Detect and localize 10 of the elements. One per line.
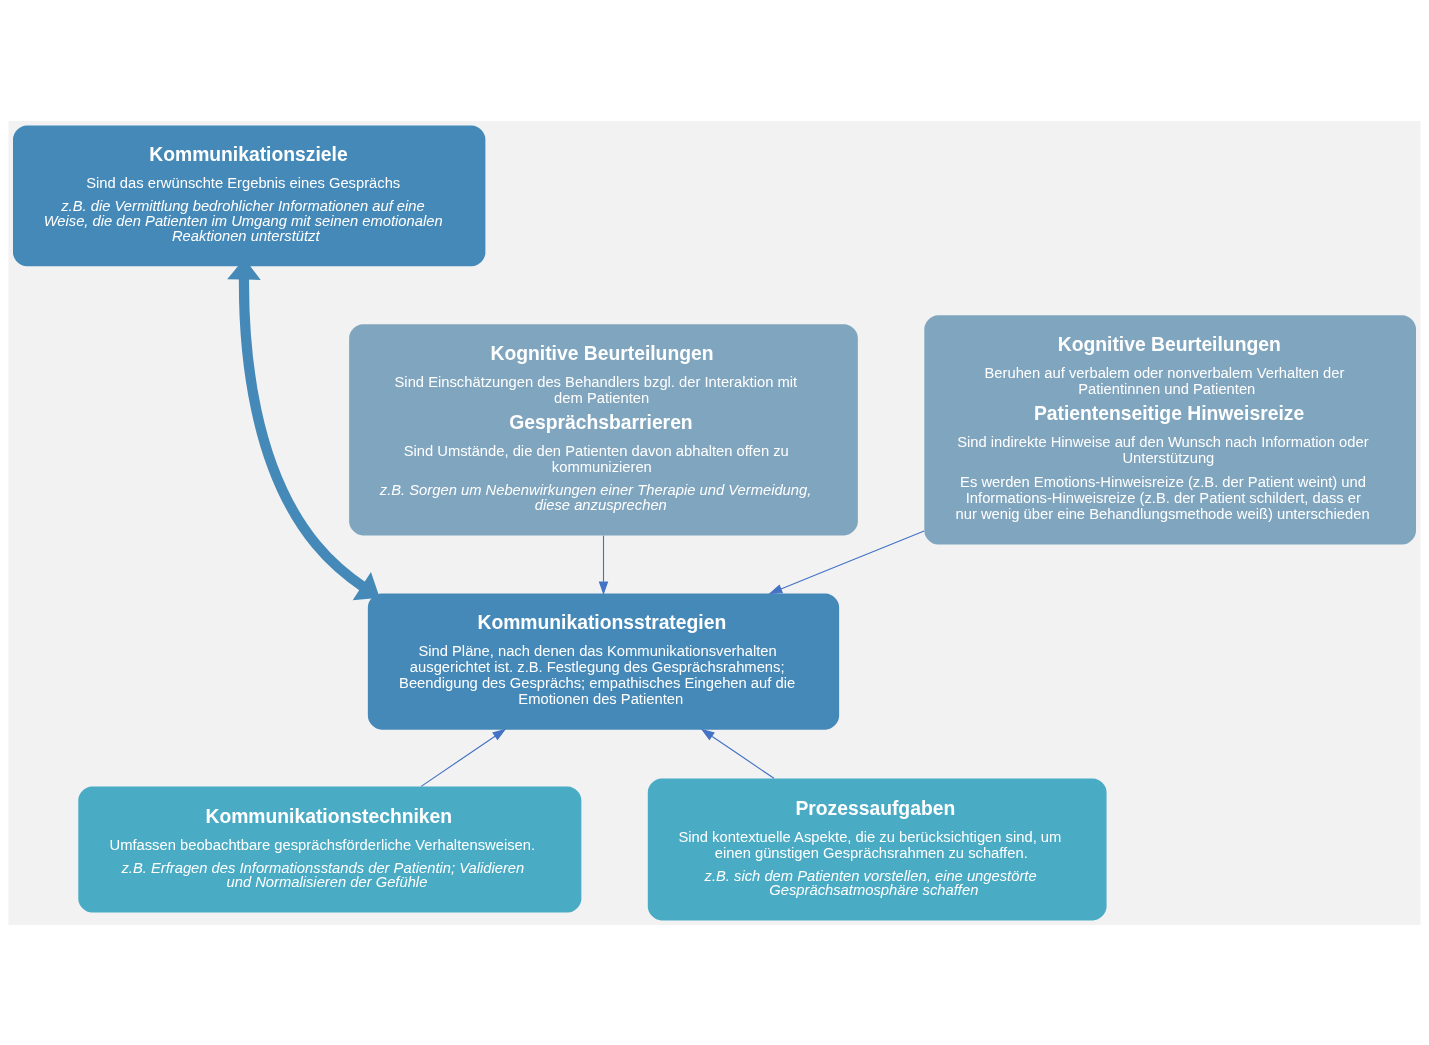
arrow — [598, 534, 609, 595]
node-box: Kognitive Beurteilungen Beruhen auf verbalem oder nonverbalem Verhalten der Patientinnen und Patienten Patientenseitige Hinweisreize Sind indirekte Hinweise auf den Wunsch nach Information oder Unterstützung Es werden Emotions-Hinweisreize (z.B. der Patient weint) und Informations-Hinweisreize (z.B. der Patient schildert, dass er nur wenig über eine Behandlungsmethode weiß) unterschieden — [924, 314, 1416, 545]
arrow — [768, 530, 925, 594]
node-box: Kommunikationsstrategien Sind Pläne, nach denen das Kommunikationsverhalten ausgerichtet ist. z.B. Festlegung des Gesprächsrahmens; Beendigung des Gesprächs; empathisches Eingehen auf die Emotionen des Patienten — [367, 592, 840, 730]
arrow — [700, 728, 775, 779]
node-box: Kognitive Beurteilungen Sind Einschätzungen des Behandlers bzgl. der Interaktion mit dem Patienten Gesprächsbarrieren Sind Umstände, die den Patienten davon abhalten offen zu kommunizieren z.B. Sorgen um Nebenwirkungen einer Therapie und Vermeidung, diese anzusprechen — [349, 323, 858, 535]
node-box: Kommunikationsziele Sind das erwünschte Ergebnis eines Gesprächs z.B. die Vermittlung bedrohlicher Informationen auf eine Weise, die den Patienten im Umgang mit seinen emotionalen Reaktionen unterstützt — [13, 125, 486, 266]
node-box: Kommunikationstechniken Umfassen beobachtbare gesprächsförderliche Verhaltensweisen. z.B. Erfragen des Informationsstands der Patientin; Validieren und Normalisieren der Gefühle — [78, 785, 582, 912]
arrow — [420, 728, 507, 787]
node-box: Prozessaufgaben Sind kontextuelle Aspekte, die zu berücksichtigen sind, um einen günstigen Gesprächsrahmen zu schaffen. z.B. sich dem Patienten vorstellen, eine ungestörte Gesprächsatmosphäre schaffen — [647, 778, 1107, 920]
